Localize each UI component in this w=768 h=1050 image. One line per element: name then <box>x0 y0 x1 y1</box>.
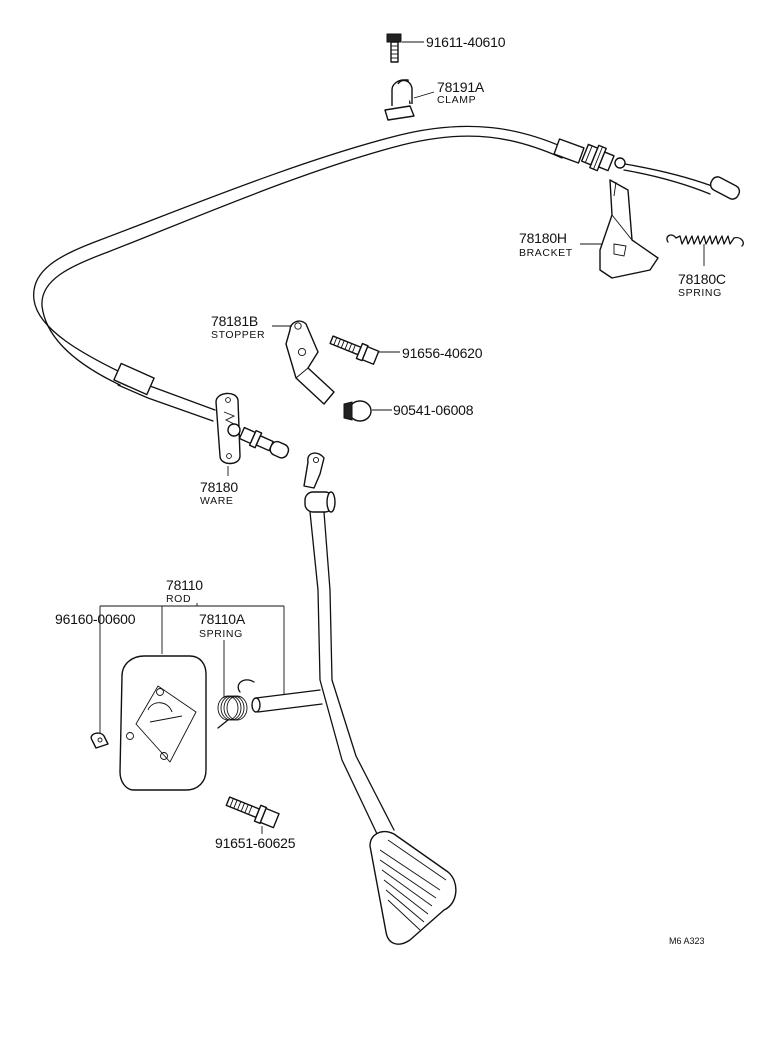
label-clamp-number: 78191A <box>437 79 485 95</box>
accelerator-cable <box>33 125 741 422</box>
label-spring-a-number: 78110A <box>199 611 246 627</box>
label-bolt-stopper: 91656-40620 <box>402 345 483 361</box>
label-wire-number: 78180 <box>200 479 238 495</box>
label-spring-c-number: 78180C <box>678 271 726 287</box>
label-cushion: 90541-06008 <box>393 402 474 418</box>
bracket-part <box>599 179 659 279</box>
label-bracket-name: BRACKET <box>519 247 573 259</box>
wire-end-part <box>215 392 290 465</box>
label-stopper-name: STOPPER <box>211 329 265 341</box>
cushion-part <box>343 400 372 422</box>
label-clamp-name: CLAMP <box>437 94 476 106</box>
label-spring-a-name: SPRING <box>199 628 243 640</box>
stopper-part <box>285 320 335 405</box>
label-rod-number: 78110 <box>166 577 203 593</box>
label-spring-c-name: SPRING <box>678 287 722 299</box>
label-bolt-top: 91611-40610 <box>426 34 506 50</box>
spring-a-part <box>217 679 255 729</box>
bolt-top <box>386 33 402 63</box>
pedal-rod-part <box>251 452 457 945</box>
clip-part <box>90 732 109 749</box>
label-rod-name: ROD <box>166 593 191 605</box>
clamp-part <box>384 79 415 121</box>
label-clip: 96160-00600 <box>55 611 136 627</box>
leader-lines <box>99 41 705 834</box>
label-bolt-bottom: 91651-60625 <box>215 835 296 851</box>
bolt-stopper <box>329 335 380 365</box>
label-bracket-number: 78180H <box>519 230 567 246</box>
figure-code: M6 A323 <box>669 936 705 946</box>
bolt-bottom <box>225 796 280 829</box>
spring-c-part <box>666 234 744 247</box>
label-wire-name: WARE <box>200 495 234 507</box>
pedal-mount-plate <box>119 655 207 791</box>
label-stopper-number: 78181B <box>211 313 258 329</box>
